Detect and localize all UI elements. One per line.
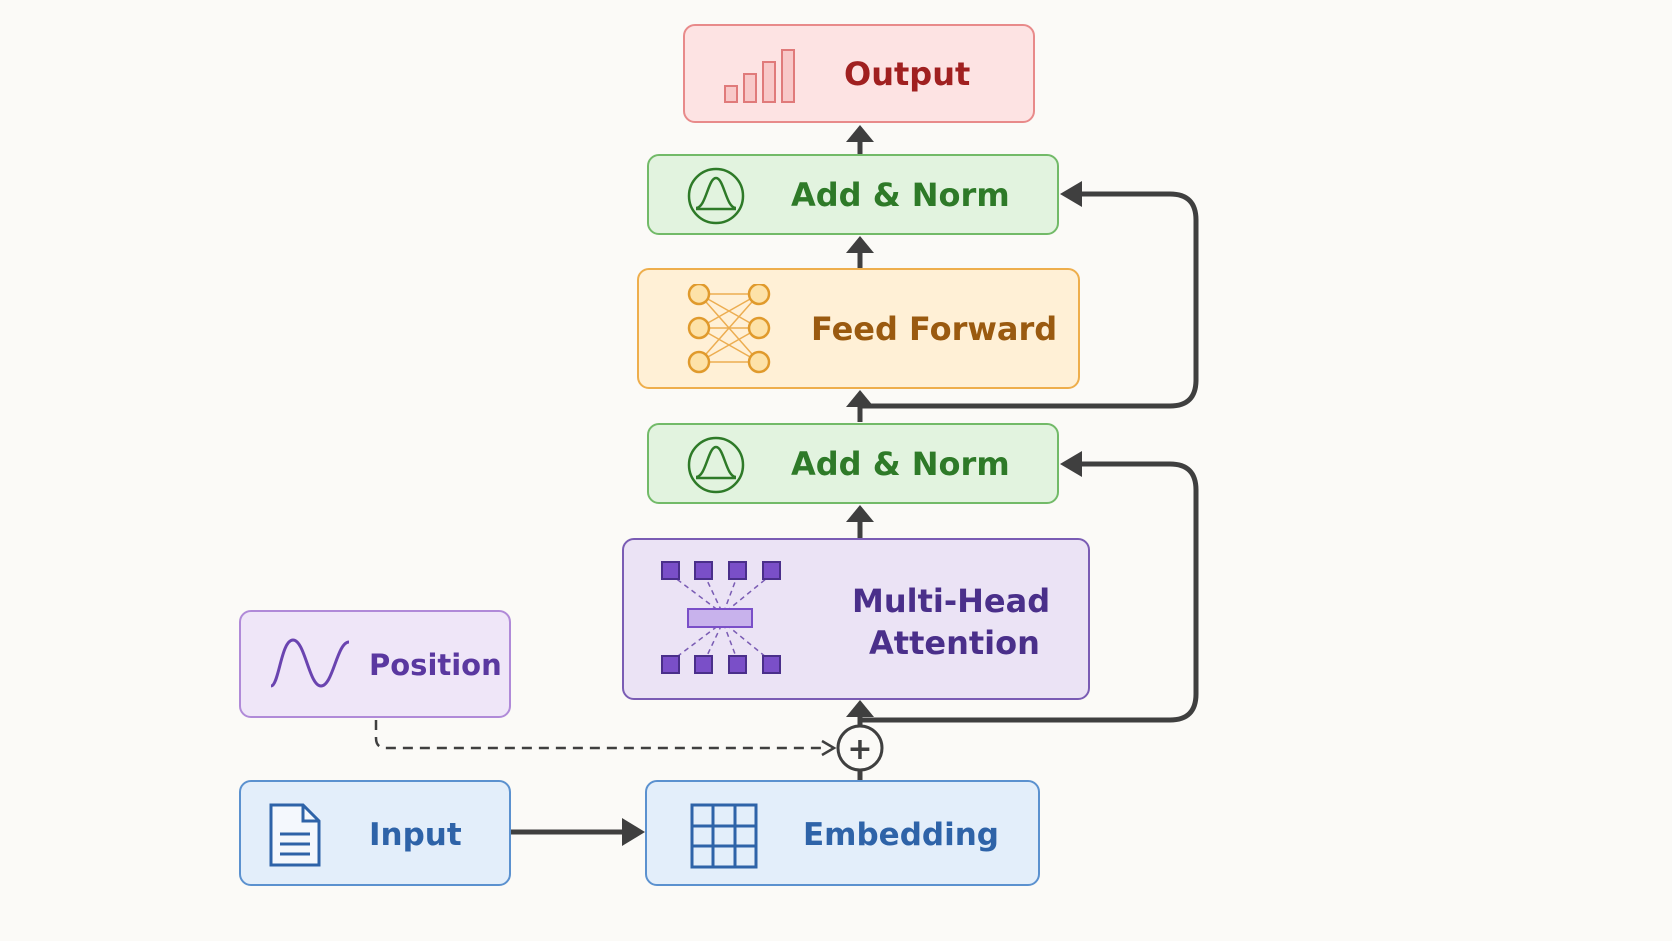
output-label: Output — [844, 55, 971, 93]
attention-heads-icon — [661, 561, 781, 674]
residual-arrowhead-attention — [1060, 451, 1082, 477]
multi-head-attention-block[interactable]: Multi-Head Attention — [622, 538, 1090, 700]
bar-chart-icon — [724, 49, 795, 103]
arrow-input-to-embedding — [510, 818, 645, 846]
position-label: Position — [369, 648, 502, 682]
document-icon — [269, 803, 321, 867]
embedding-label: Embedding — [803, 817, 999, 853]
embedding-block[interactable]: Embedding — [645, 780, 1040, 886]
arrow-addnorm-to-output — [846, 125, 874, 154]
add-norm-bottom-block[interactable]: Add & Norm — [647, 423, 1059, 504]
position-block[interactable]: Position — [239, 610, 511, 718]
feed-forward-label: Feed Forward — [811, 310, 1058, 348]
residual-arrowhead-feedforward — [1060, 181, 1082, 207]
add-norm-top-block[interactable]: Add & Norm — [647, 154, 1059, 235]
add-norm-top-label: Add & Norm — [791, 176, 1010, 214]
arrow-feedforward-to-addnorm — [846, 236, 874, 268]
input-label: Input — [369, 817, 462, 853]
add-operation-node: + — [836, 724, 884, 772]
gaussian-curve-icon — [687, 436, 745, 494]
attention-label-line2: Attention — [869, 624, 1040, 662]
feed-forward-block[interactable]: Feed Forward — [637, 268, 1080, 389]
residual-connection-feedforward — [860, 191, 1199, 409]
grid-table-icon — [690, 803, 758, 869]
add-symbol: + — [847, 732, 872, 767]
attention-label-line1: Multi-Head — [852, 582, 1051, 620]
gaussian-curve-icon — [687, 167, 745, 225]
input-block[interactable]: Input — [239, 780, 511, 886]
neural-network-icon — [687, 284, 771, 374]
arrow-plus-to-attention — [846, 700, 874, 728]
arrow-attention-to-addnorm — [846, 505, 874, 538]
residual-connection-attention — [860, 461, 1199, 723]
add-norm-bottom-label: Add & Norm — [791, 445, 1010, 483]
dashed-position-connector — [374, 720, 837, 757]
output-block[interactable]: Output — [683, 24, 1035, 123]
sine-wave-icon — [270, 638, 350, 688]
